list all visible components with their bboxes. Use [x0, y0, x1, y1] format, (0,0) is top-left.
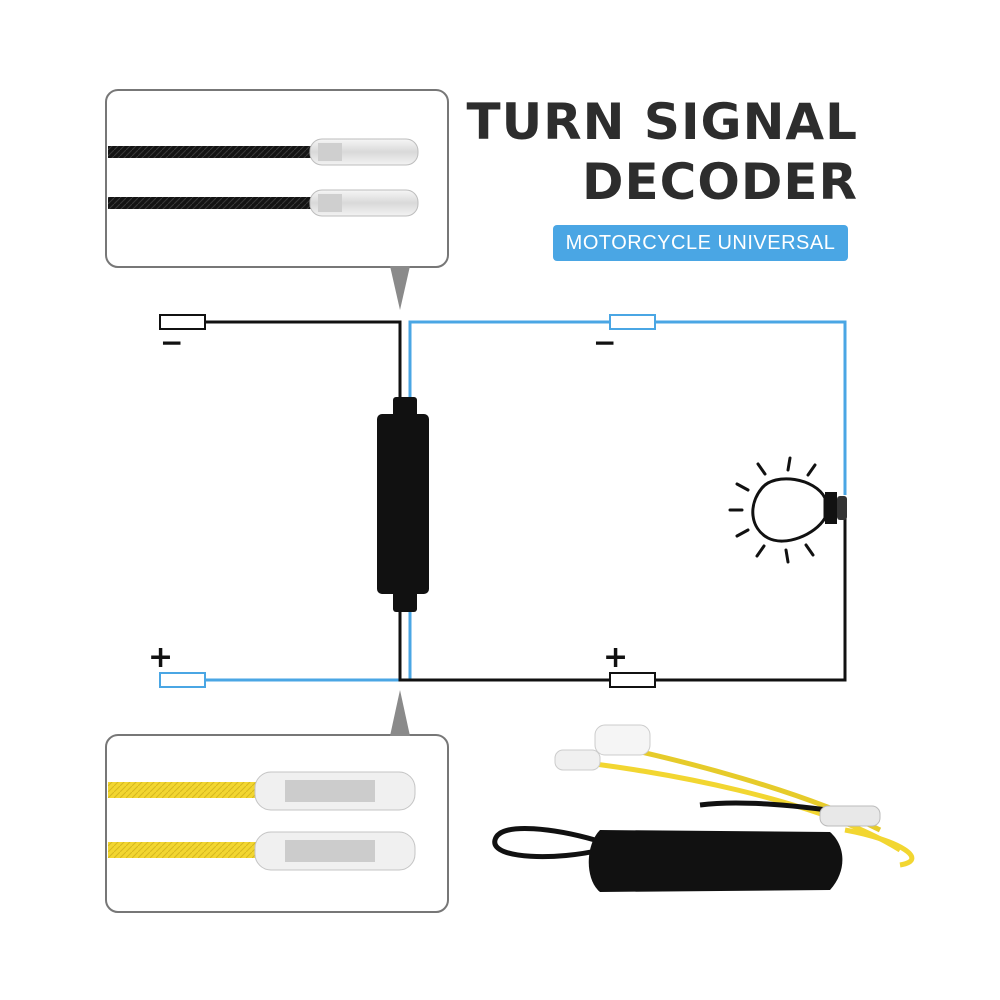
positive-connector-left: [159, 672, 206, 688]
decoder-module-icon: [377, 397, 429, 612]
inset-black-wires: [105, 89, 449, 310]
neg-label-right: −: [593, 326, 616, 359]
subtitle-badge: MOTORCYCLE UNIVERSAL: [553, 225, 848, 261]
negative-wire: [205, 320, 402, 400]
title-line-1: TURN SIGNAL: [466, 93, 858, 151]
signal-wire-top: [408, 320, 847, 495]
signal-wire-bottom: [160, 610, 412, 682]
bullet-connector-icon: [254, 771, 416, 871]
positive-connector-right: [609, 672, 656, 688]
inset-yellow-wires: [105, 690, 449, 913]
bullet-connector-icon: [309, 138, 419, 217]
neg-label-left: −: [160, 326, 183, 359]
negative-connector-left: [159, 314, 206, 330]
title-line-2: DECODER: [581, 153, 858, 211]
bulb-icon: [728, 456, 847, 564]
negative-connector-right: [609, 314, 656, 330]
product-photo: [492, 724, 915, 892]
pos-label-left: +: [148, 640, 173, 675]
pos-label-right: +: [603, 640, 628, 675]
